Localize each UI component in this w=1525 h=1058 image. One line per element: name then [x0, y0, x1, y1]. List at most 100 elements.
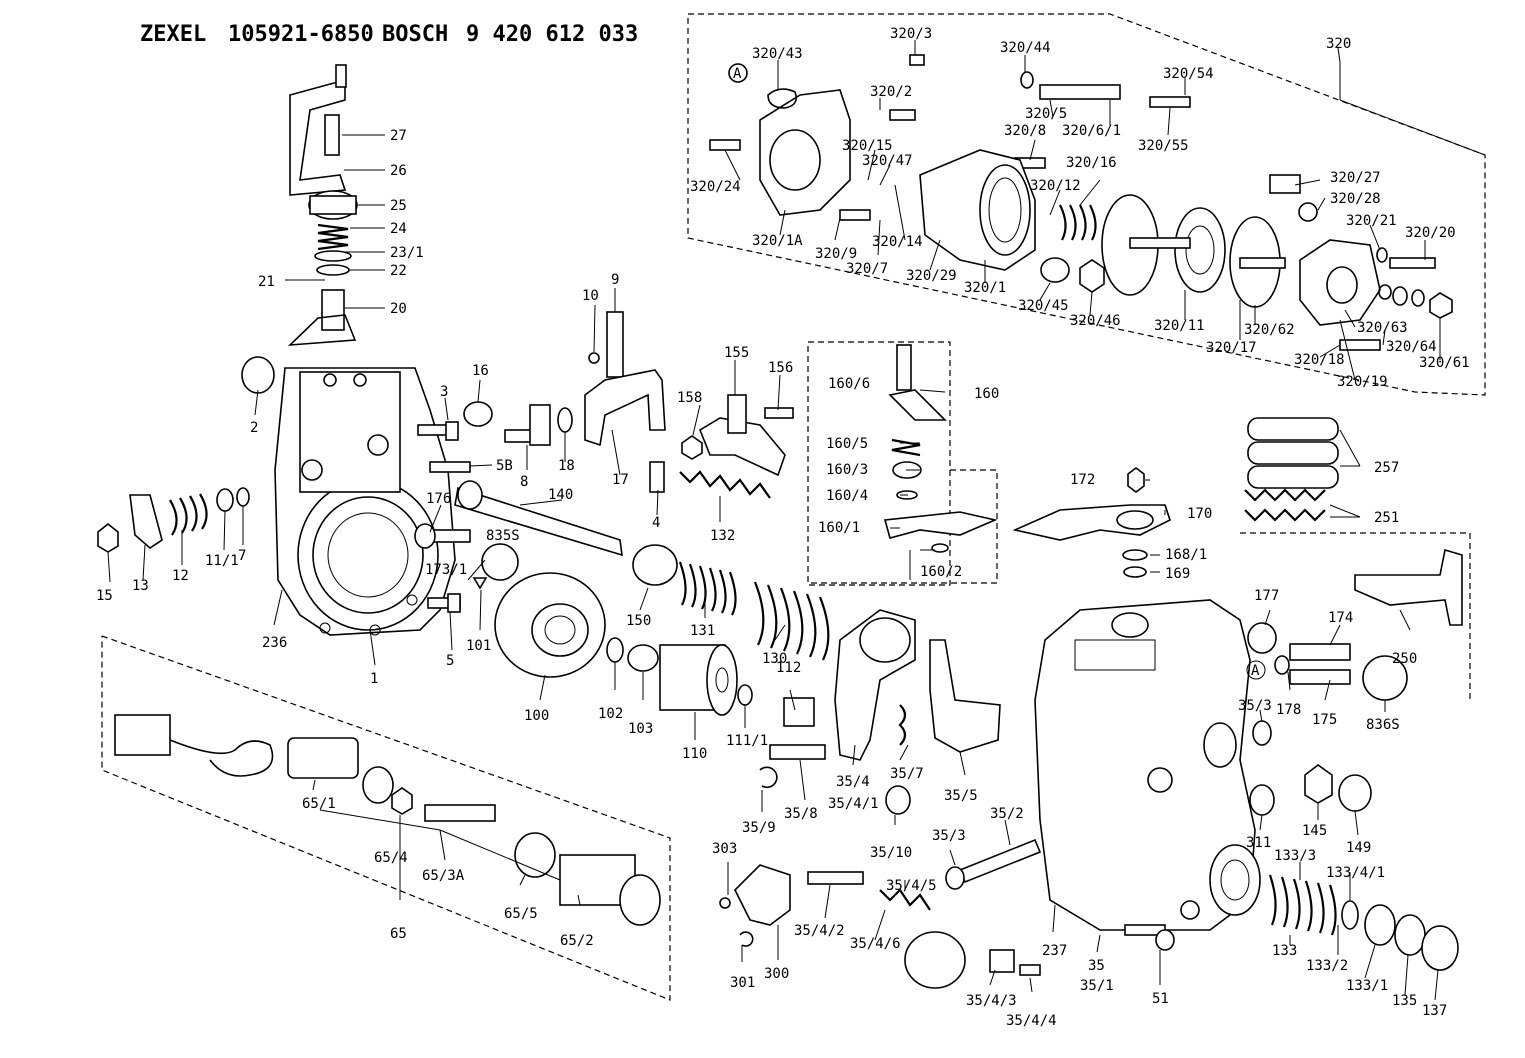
- label-173-1: 173/1: [425, 562, 467, 578]
- label-35-4-4: 35/4/4: [1006, 1013, 1057, 1029]
- label-9: 9: [611, 272, 619, 288]
- clip-35-9: [759, 766, 778, 789]
- label-1: 1: [370, 671, 378, 687]
- label-4: 4: [652, 515, 660, 531]
- label-320-44: 320/44: [1000, 40, 1051, 56]
- spring-assembly-133: [1268, 874, 1459, 971]
- label-103: 103: [628, 721, 653, 737]
- label-156: 156: [768, 360, 793, 376]
- label-22: 22: [390, 263, 407, 279]
- label-35-4-5: 35/4/5: [886, 878, 937, 894]
- plug-311: [1249, 784, 1275, 816]
- lever-170: [1012, 467, 1171, 578]
- cover-320-1A: [728, 63, 851, 216]
- label-35-1: 35/1: [1080, 978, 1114, 994]
- block-112: [783, 697, 815, 727]
- label-320-45: 320/45: [1018, 298, 1069, 314]
- pin-35-2: [958, 838, 1042, 884]
- label-21: 21: [258, 274, 275, 290]
- label-12: 12: [172, 568, 189, 584]
- header-bosch-number: 9 420 612 033: [466, 22, 639, 47]
- label-145: 145: [1302, 823, 1327, 839]
- label-133: 133: [1272, 943, 1297, 959]
- group-right-outline: [1240, 532, 1471, 700]
- label-320-24: 320/24: [690, 179, 741, 195]
- label-101: 101: [466, 638, 491, 654]
- label-158: 158: [677, 390, 702, 406]
- marker-a-right: A: [1251, 663, 1260, 679]
- label-35: 35: [1088, 958, 1105, 974]
- label-35-9: 35/9: [742, 820, 776, 836]
- header-brand-zexel: ZEXEL: [140, 22, 207, 47]
- label-320-19: 320/19: [1337, 374, 1388, 390]
- label-311: 311: [1246, 835, 1271, 851]
- springs-251: [1244, 488, 1326, 522]
- lever-300: [719, 864, 791, 947]
- stop-lever-assembly: [287, 64, 358, 346]
- label-65-5: 65/5: [504, 906, 538, 922]
- label-320-27: 320/27: [1330, 170, 1381, 186]
- label-23-1: 23/1: [390, 245, 424, 261]
- spring-35-7: [898, 704, 907, 746]
- nut-145: [1304, 764, 1333, 804]
- marker-a-top: A: [733, 66, 742, 82]
- drive-shaft-140: [454, 480, 623, 557]
- label-836s: 836S: [1366, 717, 1400, 733]
- label-320-3: 320/3: [890, 26, 932, 42]
- label-130: 130: [762, 651, 787, 667]
- label-5: 5: [446, 653, 454, 669]
- label-133-1: 133/1: [1346, 978, 1388, 994]
- small-bolts-upper: [417, 401, 573, 473]
- label-35-10: 35/10: [870, 845, 912, 861]
- label-35-7: 35/7: [890, 766, 924, 782]
- adjuster-35-4: [807, 871, 1041, 989]
- label-160-2: 160/2: [920, 564, 962, 580]
- label-170: 170: [1187, 506, 1212, 522]
- label-320-64: 320/64: [1386, 339, 1437, 355]
- label-35-4: 35/4: [836, 774, 870, 790]
- leader-lines: [107, 40, 1486, 1001]
- group-160-outline-ext: [808, 469, 998, 584]
- label-26: 26: [390, 163, 407, 179]
- label-320-43: 320/43: [752, 46, 803, 62]
- label-320-9: 320/9: [815, 246, 857, 262]
- label-11-1: 11/1: [205, 553, 239, 569]
- part-4-clip: [649, 461, 665, 493]
- label-178: 178: [1276, 702, 1301, 718]
- marker-a-top-circle: [728, 63, 748, 83]
- label-160-3: 160/3: [826, 462, 868, 478]
- label-150: 150: [626, 613, 651, 629]
- header-zexel-number: 105921-6850: [228, 22, 374, 47]
- housing-320-1: [919, 149, 1105, 293]
- spring-131: [678, 561, 737, 616]
- cylinder-110: [659, 644, 738, 716]
- label-132: 132: [710, 528, 735, 544]
- group-320-outline: [687, 13, 1486, 396]
- governor-lever-35-4: [834, 609, 1001, 761]
- label-236: 236: [262, 635, 287, 651]
- label-35-4-3: 35/4/3: [966, 993, 1017, 1009]
- label-16: 16: [472, 363, 489, 379]
- label-175: 175: [1312, 712, 1337, 728]
- label-65-4: 65/4: [374, 850, 408, 866]
- part-103: [627, 644, 659, 672]
- left-spring-assembly: [97, 487, 250, 553]
- label-24: 24: [390, 221, 407, 237]
- label-27: 27: [390, 128, 407, 144]
- cap-149: [1338, 774, 1372, 812]
- label-320-1a: 320/1A: [752, 233, 803, 249]
- lever-assembly-160: [883, 344, 998, 553]
- label-320-7: 320/7: [846, 261, 888, 277]
- coupling-150: [632, 544, 678, 586]
- label-17: 17: [612, 472, 629, 488]
- label-320-16: 320/16: [1066, 155, 1117, 171]
- group-65-outline: [101, 635, 671, 1001]
- label-320-46: 320/46: [1070, 313, 1121, 329]
- housing-bolts-lower: [414, 523, 519, 613]
- label-320-18: 320/18: [1294, 352, 1345, 368]
- diagram-header-part1: 105921-6850: [228, 22, 374, 47]
- spring-132: [679, 470, 771, 499]
- label-320-1: 320/1: [964, 280, 1006, 296]
- label-65-3a: 65/3A: [422, 868, 465, 884]
